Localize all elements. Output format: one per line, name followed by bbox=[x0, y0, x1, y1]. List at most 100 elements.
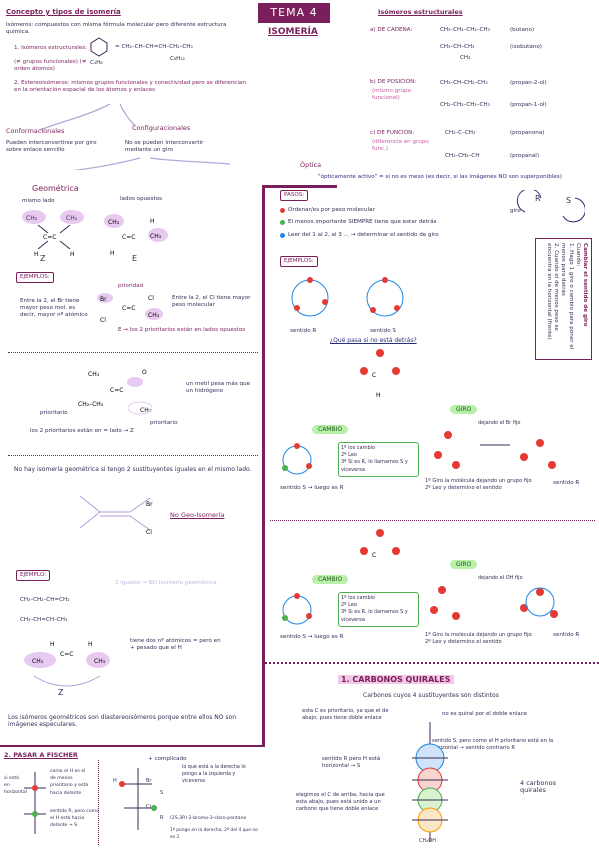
b-n2: (propan-1-ol) bbox=[510, 102, 547, 108]
example2-structure: CH₃ C=C CH₂–CH₃ O CH₃ bbox=[78, 369, 153, 415]
cambio-step: 3º Si es R, lo llamamos S y viceversa bbox=[341, 609, 408, 623]
giro-step: 1º Giro la molécula dejando un grupo fij… bbox=[425, 632, 532, 638]
cambio-molecule-2 bbox=[282, 593, 312, 625]
page-title: ISOMERÍA bbox=[268, 27, 318, 37]
fischer-sentido-r: sentido R, pero como el H está hacia del… bbox=[50, 809, 99, 829]
example1-structure: Br C=C CH₃ Cl Cl bbox=[97, 293, 163, 324]
sentido-s: sentido S bbox=[370, 328, 396, 334]
b-label: b) DE POSICIÓN: bbox=[370, 79, 417, 85]
side-box: Cambiar el sentido de giro Cuando: 1. Ha… bbox=[535, 238, 592, 360]
fischer-left-rot: si está en horizontal bbox=[4, 776, 27, 796]
c-f1: CH₃–C–CH₃ bbox=[445, 130, 476, 136]
svg-text:O: O bbox=[142, 369, 147, 376]
no-hay: No hay isomería geométrica si tengo 2 su… bbox=[14, 466, 252, 473]
cambio-result: sentido S → luego es R bbox=[280, 485, 344, 491]
note-4: sentido R pero H está horizontal → S bbox=[322, 756, 381, 770]
a-f1: CH₃–CH₂–CH₂–CH₃ bbox=[440, 27, 490, 33]
svg-text:H: H bbox=[376, 392, 381, 399]
svg-text:C=C: C=C bbox=[110, 387, 123, 394]
fischer-top-rule bbox=[0, 745, 265, 747]
svg-text:C=C: C=C bbox=[43, 234, 56, 241]
a-label: a) DE CADENA: bbox=[370, 27, 413, 33]
concepto-intro: Isómeros: compuestos con misma fórmula m… bbox=[6, 22, 227, 36]
fischer-complicado: + complicado bbox=[148, 756, 187, 762]
optica-note: "ópticamente activo" = si no es meso (es… bbox=[318, 174, 562, 180]
cambio-step: 1º los cambio bbox=[341, 595, 376, 601]
paso-2: El menos importante SIEMPRE tiene que es… bbox=[280, 219, 437, 226]
giro-result: sentido R bbox=[553, 480, 580, 486]
carbonos-count: 4 carbonos quirales bbox=[520, 779, 557, 795]
example-rs-structures bbox=[291, 277, 404, 317]
ej1-e: E → los 2 prioritarios están en lados op… bbox=[118, 327, 246, 333]
ej2-z: los 2 prioritarios están en = lado → Z bbox=[30, 428, 134, 434]
column-divider-top bbox=[262, 185, 337, 188]
geometrica-title: Geométrica bbox=[32, 184, 79, 193]
final-structure: CH₃ C=C CH₃ H H bbox=[24, 641, 110, 687]
carbonos-def: Carbonos cuyos 4 sustituyentes son disti… bbox=[363, 692, 499, 699]
note-3: sentido S, pero como el H prioritario es… bbox=[432, 738, 554, 752]
optica-label: Óptica bbox=[300, 161, 322, 169]
estructurales-title: Isómeros estructurales bbox=[378, 8, 463, 16]
giro-step: 2º Leo y determino el sentido bbox=[425, 639, 502, 646]
b-sub: (mismo grupo funcional) bbox=[372, 88, 412, 102]
tema-badge: TEMA 4 bbox=[258, 3, 330, 23]
cis-trans-structures: CH₃ CH₃ C=C H H CH₃ H C=C H CH₃ bbox=[22, 210, 168, 258]
pasos-ejemplos: EJEMPLOS: bbox=[280, 256, 318, 267]
item2: 2. Estereoisómeros: mismos grupos funcio… bbox=[14, 80, 246, 94]
cambio-molecule bbox=[282, 443, 312, 475]
s-label: S bbox=[566, 196, 572, 205]
ejemplos-label: EJEMPLOS: bbox=[16, 272, 54, 283]
no-geo: No Geo-Isomería bbox=[170, 511, 225, 519]
second-molecule: C bbox=[360, 529, 400, 559]
giro-steps: 1º Giro la molécula dejando un grupo fij… bbox=[425, 478, 550, 492]
b-f1: CH₃–CH–CH₂–CH₃ bbox=[440, 80, 488, 86]
divider bbox=[98, 760, 99, 845]
fischer-r: R bbox=[160, 815, 164, 821]
fischer-br: Br bbox=[146, 778, 152, 784]
svg-text:CH₃: CH₃ bbox=[26, 215, 38, 222]
cambio-step: 3º Si es R, lo llamamos S y viceversa bbox=[341, 459, 408, 473]
a-sub: CH₃ bbox=[460, 55, 471, 61]
svg-text:H: H bbox=[50, 641, 55, 648]
svg-text:C: C bbox=[372, 372, 376, 379]
f2: CH₃–CH=CH–CH₃ bbox=[20, 617, 68, 623]
divider bbox=[8, 455, 258, 456]
c-n2: (propanal) bbox=[510, 153, 540, 159]
ghost-note: 2 iguales → NO isomería geométrica bbox=[115, 580, 217, 586]
cambio-step: 2º Leo bbox=[341, 452, 357, 459]
cambio-steps: 1º los cambio 2º Leo 3º Si es R, lo llam… bbox=[338, 442, 419, 477]
side-2: 2. Cuando el de menos peso se encuentra … bbox=[545, 243, 560, 340]
giro-molecules-2 bbox=[430, 586, 558, 620]
carbonos-heading: 1. CARBONOS QUIRALES bbox=[338, 675, 454, 684]
giro-step: 2º Leo y determino el sentido bbox=[425, 485, 502, 492]
r-label: R bbox=[535, 194, 541, 203]
ch2oh-label: CH₂OH bbox=[419, 838, 436, 844]
c-sub: (diferencia en grupo func.) bbox=[372, 139, 429, 153]
svg-text:Cl: Cl bbox=[146, 529, 152, 536]
rs-rotation-icon bbox=[516, 190, 585, 223]
column-divider bbox=[262, 185, 265, 745]
b-f2: CH₂–CH₂–CH₂–CH₃ bbox=[440, 102, 490, 108]
diaster: Los isómeros geométricos son diastereois… bbox=[8, 714, 237, 729]
ejemplo-label: EJEMPLO: bbox=[16, 570, 51, 581]
paso-1: Ordenar/es por peso molecular bbox=[280, 207, 375, 214]
detras-molecule: C H bbox=[360, 349, 400, 399]
configuracionales-text: No se pueden interconvertir mediante un … bbox=[125, 140, 204, 154]
a-f2: CH₃–CH–CH₃ bbox=[440, 44, 475, 50]
svg-text:H: H bbox=[70, 251, 75, 258]
item1-label: 1. Isómeros estructurales: bbox=[14, 45, 88, 51]
svg-text:CH₃: CH₃ bbox=[94, 658, 106, 665]
giro-pill: GIRO bbox=[450, 405, 478, 414]
svg-text:CH₃: CH₃ bbox=[150, 233, 162, 240]
fischer-left-structure bbox=[24, 772, 46, 834]
configuracionales-title: Configuracionales bbox=[132, 124, 191, 132]
note-1: esta C es prioritario, ya que el de abaj… bbox=[302, 708, 389, 722]
svg-text:C=C: C=C bbox=[122, 234, 135, 241]
svg-text:H: H bbox=[88, 641, 93, 648]
a-n2: (isobutano) bbox=[510, 44, 542, 50]
note-2: no es quiral por el doble enlace bbox=[442, 711, 527, 717]
fischer-right-structure bbox=[119, 768, 157, 830]
svg-text:CH₃: CH₃ bbox=[108, 219, 120, 226]
svg-text:CH₃: CH₃ bbox=[148, 312, 160, 319]
cambio-steps-2: 1º los cambio 2º Leo 3º Si es R, lo llam… bbox=[338, 592, 419, 627]
